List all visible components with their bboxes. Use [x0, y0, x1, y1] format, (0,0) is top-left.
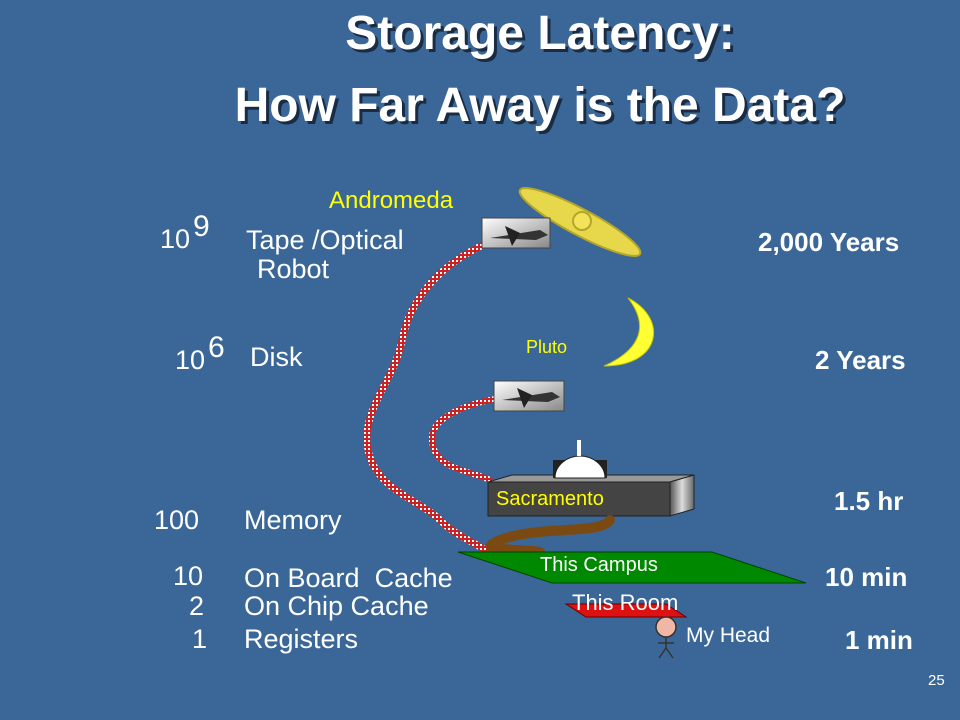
registers-value: 1 — [192, 624, 208, 654]
sacramento-capitol-icon — [487, 440, 695, 517]
long-path-line — [363, 234, 504, 554]
sacramento-label: Sacramento — [496, 488, 604, 510]
tape-exponent-base: 10 — [160, 224, 191, 254]
short-path-line — [428, 395, 503, 483]
slide-title-line2: How Far Away is the Data? — [234, 79, 846, 132]
tape-time: 2,000 Years — [758, 227, 900, 257]
disk-exponent-base: 10 — [175, 345, 206, 375]
slide-title-line1: Storage Latency: — [345, 7, 735, 60]
airplane-icon-near — [493, 380, 565, 412]
disk-exponent-power: 6 — [208, 331, 225, 364]
memory-label: Memory — [244, 505, 342, 535]
andromeda-label: Andromeda — [329, 187, 454, 214]
airplane-icon-far — [481, 217, 551, 249]
dirt-path-line — [485, 515, 615, 557]
andromeda-galaxy-icon — [518, 187, 642, 257]
board-cache-value: 10 — [173, 561, 204, 591]
board-cache-label: On Board Cache — [244, 563, 453, 593]
tape-exponent-power: 9 — [193, 210, 210, 243]
disk-label: Disk — [250, 342, 303, 372]
room-label: This Room — [572, 590, 679, 615]
my-head-figure-icon — [655, 616, 677, 659]
head-label: My Head — [686, 624, 771, 647]
chip-cache-label: On Chip Cache — [244, 591, 429, 621]
room-floor-shape — [564, 603, 688, 618]
registers-time: 1 min — [845, 625, 913, 655]
board-cache-time: 10 min — [825, 562, 908, 592]
registers-label: Registers — [244, 624, 359, 654]
disk-time: 2 Years — [815, 345, 906, 375]
tape-label-line1: Tape /Optical — [246, 225, 404, 255]
memory-value: 100 — [154, 505, 200, 535]
pluto-moon-icon — [603, 297, 654, 367]
memory-time: 1.5 hr — [834, 486, 904, 516]
chip-cache-value: 2 — [189, 591, 205, 621]
tape-label-line2: Robot — [257, 254, 330, 284]
campus-field-shape — [457, 551, 807, 584]
slide-number: 25 — [928, 672, 945, 689]
pluto-label: Pluto — [526, 337, 568, 357]
campus-label: This Campus — [540, 554, 658, 576]
